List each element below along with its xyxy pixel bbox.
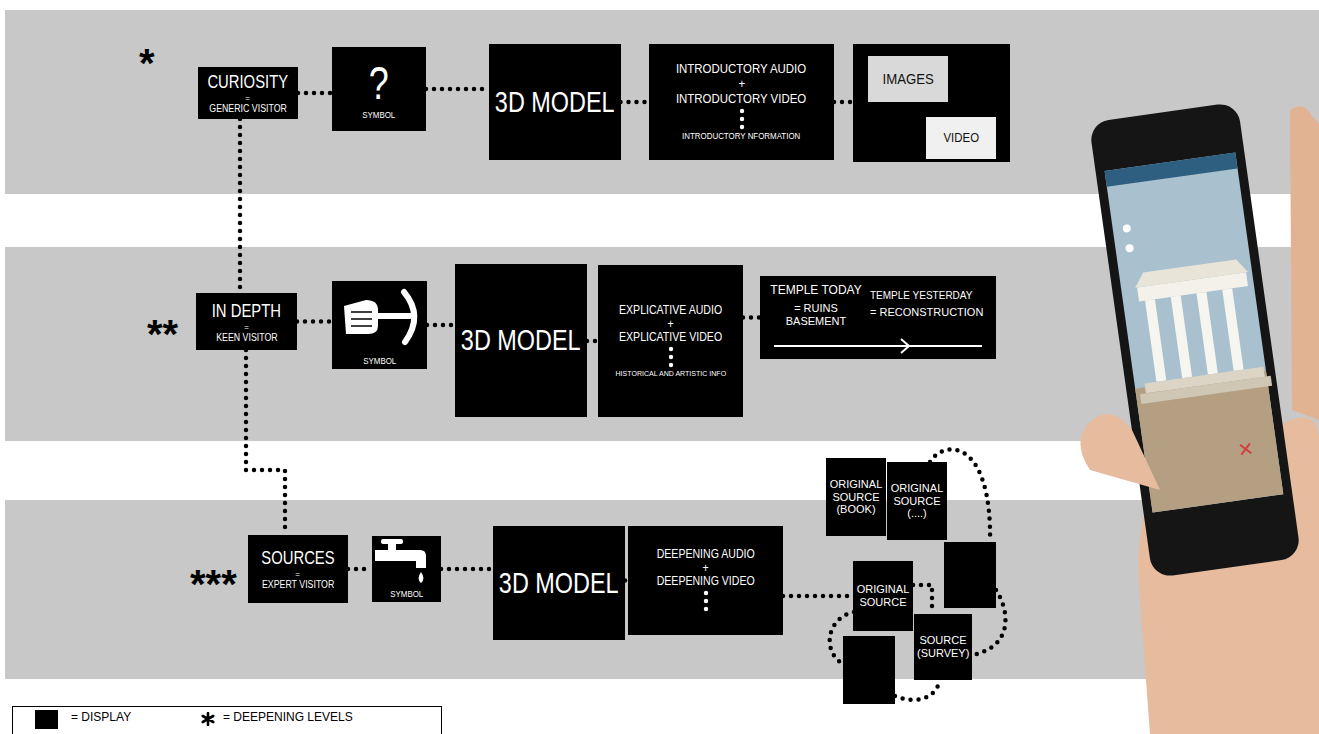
level-asterisks: *** bbox=[190, 560, 237, 608]
dotted-connector bbox=[426, 87, 489, 92]
level-band: ***SOURCES=EXPERT VISITORSYMBOL3D MODELD… bbox=[5, 500, 1319, 679]
display-box: SYMBOL bbox=[372, 536, 441, 602]
box-label: = bbox=[244, 322, 249, 332]
display-box: DEEPENING AUDIO+DEEPENING VIDEO bbox=[628, 526, 783, 635]
display-box: 3D MODEL bbox=[489, 44, 621, 160]
box-label: + bbox=[702, 562, 708, 576]
display-box: TEMPLE TODAY = RUINS BASEMENT TEMPLE YESTE… bbox=[760, 276, 996, 359]
pickaxe-hand-symbol bbox=[344, 292, 414, 342]
dotted-connector bbox=[298, 91, 332, 96]
box-label: EXPLICATIVE VIDEO bbox=[619, 331, 722, 345]
box-label: INTRODUCTORY VIDEO bbox=[676, 92, 806, 107]
level-asterisks: ** bbox=[147, 310, 178, 358]
dotted-connector bbox=[621, 100, 650, 105]
box-label: CURIOSITY bbox=[208, 71, 289, 93]
box-label: ORIGINAL SOURCE (....) bbox=[890, 482, 944, 520]
box-label: INTRODUCTORY NFORMATION bbox=[682, 131, 800, 141]
display-box: IMAGES bbox=[868, 56, 948, 102]
dotted-divider bbox=[668, 346, 674, 368]
dotted-connector bbox=[625, 578, 628, 583]
display-box: SOURCES=EXPERT VISITOR bbox=[248, 535, 348, 603]
legend-box: = DISPLAY = DEEPENING LEVELS bbox=[12, 706, 442, 734]
legend-swatch bbox=[35, 710, 58, 729]
level-asterisks: * bbox=[139, 39, 155, 87]
display-box: IN DEPTH=KEEN VISITOR bbox=[196, 293, 297, 350]
box-label: TEMPLE YESTERDAY bbox=[870, 290, 992, 302]
display-box: 3D MODEL bbox=[455, 264, 587, 417]
display-box: INTRODUCTORY AUDIO+INTRODUCTORY VIDEO INT… bbox=[649, 44, 834, 160]
display-box: ORIGINAL SOURCE (BOOK) bbox=[826, 458, 886, 536]
tap-symbol bbox=[375, 539, 426, 583]
display-box: EXPLICATIVE AUDIO+EXPLICATIVE VIDEO HISTO… bbox=[598, 265, 743, 417]
display-group-box: IMAGES VIDEO bbox=[853, 44, 1010, 162]
box-label: HISTORICAL AND ARTISTIC INFO bbox=[615, 369, 726, 378]
box-label: IN DEPTH bbox=[212, 300, 281, 322]
display-box: ORIGINAL SOURCE (....) bbox=[887, 462, 947, 540]
box-label: VIDEO bbox=[943, 131, 979, 146]
box-label: ? bbox=[369, 57, 389, 110]
box-label: = RUINS BASEMENT bbox=[766, 302, 866, 327]
dotted-loop bbox=[972, 590, 1005, 655]
box-label: SOURCES bbox=[261, 547, 334, 569]
display-box: VIDEO bbox=[926, 117, 996, 159]
legend-text: = DEEPENING LEVELS bbox=[223, 711, 353, 725]
legend-asterisk-sample bbox=[201, 712, 215, 726]
display-box: 3D MODEL bbox=[493, 526, 625, 640]
box-label: = bbox=[246, 93, 251, 103]
dotted-connector bbox=[238, 119, 243, 293]
box-label: = RECONSTRUCTION bbox=[870, 306, 992, 319]
dotted-connector bbox=[348, 567, 372, 572]
dotted-connector bbox=[834, 100, 853, 105]
box-label: IMAGES bbox=[882, 70, 933, 87]
box-label: TEMPLE TODAY bbox=[766, 284, 866, 298]
dotted-connector bbox=[441, 567, 493, 572]
box-label: = bbox=[296, 569, 301, 579]
dotted-connector bbox=[913, 585, 932, 614]
legend-text: = DISPLAY bbox=[71, 711, 131, 725]
box-label: DEEPENING VIDEO bbox=[656, 575, 754, 589]
dotted-connector bbox=[297, 319, 332, 324]
dotted-loop bbox=[930, 449, 990, 542]
dotted-connector bbox=[246, 350, 285, 535]
box-label: 3D MODEL bbox=[495, 85, 615, 120]
display-box: CURIOSITY=GENERIC VISITOR bbox=[198, 67, 298, 119]
display-box: ORIGINAL SOURCE bbox=[853, 561, 913, 631]
dotted-loop bbox=[895, 680, 940, 700]
display-box: SOURCE (SURVEY) bbox=[914, 614, 972, 680]
dotted-connector bbox=[743, 315, 760, 320]
dotted-connector bbox=[427, 323, 455, 328]
blank-source-box bbox=[843, 636, 895, 704]
dotted-divider bbox=[739, 108, 745, 130]
box-label: SYMBOL bbox=[390, 589, 423, 599]
display-box: SYMBOL bbox=[332, 281, 427, 369]
box-label: DEEPENING AUDIO bbox=[656, 548, 754, 562]
box-label: SYMBOL bbox=[363, 356, 396, 366]
display-box: ?SYMBOL bbox=[332, 47, 426, 131]
box-label: SYMBOL bbox=[362, 110, 395, 120]
box-label: + bbox=[738, 77, 745, 92]
hand-phone-illustration bbox=[1080, 102, 1319, 734]
box-label: + bbox=[667, 318, 673, 332]
dotted-connector bbox=[783, 594, 853, 599]
box-label: EXPLICATIVE AUDIO bbox=[619, 304, 722, 318]
dotted-divider bbox=[703, 590, 709, 612]
box-label: KEEN VISITOR bbox=[216, 332, 277, 344]
box-label: GENERIC VISITOR bbox=[209, 103, 287, 115]
box-label: INTRODUCTORY AUDIO bbox=[676, 62, 806, 77]
box-label: ORIGINAL SOURCE (BOOK) bbox=[829, 478, 883, 516]
box-label: ORIGINAL SOURCE bbox=[856, 583, 910, 608]
box-label: 3D MODEL bbox=[461, 323, 581, 358]
dotted-connector bbox=[587, 339, 598, 344]
blank-source-box bbox=[944, 542, 996, 608]
dotted-loop bbox=[830, 612, 854, 664]
box-label: 3D MODEL bbox=[499, 566, 619, 601]
box-label: EXPERT VISITOR bbox=[262, 579, 334, 591]
box-label: SOURCE (SURVEY) bbox=[917, 634, 969, 659]
